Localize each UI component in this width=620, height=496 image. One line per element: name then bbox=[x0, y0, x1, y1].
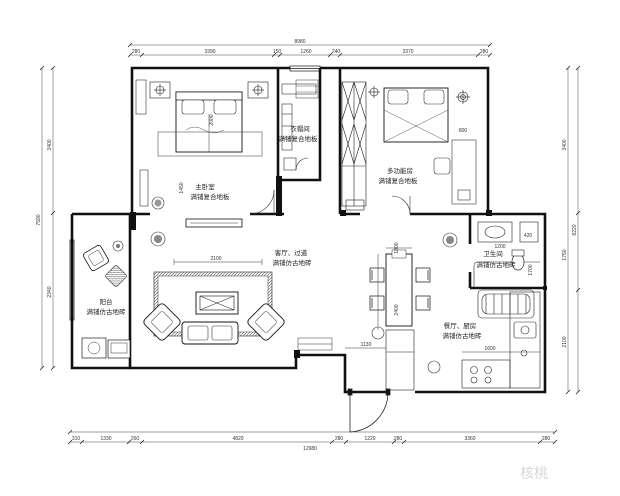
dim-right-seg: 1750 bbox=[562, 249, 568, 260]
dim-left-total: 7590 bbox=[36, 214, 42, 225]
multi-door-swing bbox=[391, 195, 411, 215]
multi-room-name: 多功能房 bbox=[387, 166, 413, 175]
dim-top-seg: 240 bbox=[332, 49, 341, 55]
kitchen-dim-1600: 1600 bbox=[484, 346, 495, 352]
kitchen-dim-lines bbox=[345, 347, 540, 353]
table-dim: 2400 bbox=[394, 304, 400, 315]
tv-cabinet bbox=[185, 218, 243, 228]
dining-table bbox=[385, 249, 413, 327]
dim-bottom-seg: 260 bbox=[131, 436, 140, 442]
bed-dim: 2000 bbox=[209, 114, 215, 125]
walls bbox=[70, 66, 547, 394]
kitchen-counter bbox=[385, 291, 541, 391]
dining-room-name: 餐厅、厨房 bbox=[444, 321, 477, 330]
dim-right-seg: 2100 bbox=[562, 336, 568, 347]
living-room-name: 客厅、过道 bbox=[275, 248, 308, 257]
master-bed bbox=[157, 91, 263, 157]
living-plant bbox=[150, 231, 166, 247]
bath-fixtures bbox=[473, 221, 540, 319]
kitchen-fixtures bbox=[371, 326, 528, 374]
master-plant bbox=[151, 196, 165, 210]
dim-top-seg: 3390 bbox=[204, 49, 215, 55]
dim-top-seg: 1260 bbox=[300, 49, 311, 55]
closet-room-floor: 满铺复合地板 bbox=[279, 134, 319, 143]
multi-desk bbox=[433, 139, 477, 205]
master-dim: 1450 bbox=[179, 182, 185, 193]
dining-chairs bbox=[369, 267, 431, 311]
dining-dim-line bbox=[377, 247, 412, 330]
dim-top-seg: 150 bbox=[273, 49, 282, 55]
dining-dim: 1800 bbox=[394, 242, 400, 253]
balcony-room-name: 阳台 bbox=[100, 297, 113, 306]
master-room-name: 主卧室 bbox=[195, 182, 215, 191]
dim-bottom-seg: 310 bbox=[72, 436, 81, 442]
closet-shelves bbox=[281, 83, 317, 171]
master-room-floor: 满铺复合地板 bbox=[191, 192, 231, 201]
dim-bottom-seg: 3360 bbox=[464, 436, 475, 442]
sofa-set bbox=[143, 271, 285, 345]
kitchen-dim-1130: 1130 bbox=[361, 342, 372, 348]
multi-wardrobe bbox=[341, 81, 367, 211]
dim-right-seg: 3400 bbox=[562, 139, 568, 150]
toilet-icon bbox=[511, 249, 525, 271]
dim-top-total: 8980 bbox=[294, 39, 305, 45]
closet-room-name: 衣帽间 bbox=[290, 124, 310, 133]
dimension-lines bbox=[41, 44, 579, 443]
dim-bottom-seg: 4820 bbox=[232, 436, 243, 442]
multi-desk-dim: 800 bbox=[459, 128, 468, 134]
bath-dim-1700: 1700 bbox=[528, 264, 534, 275]
master-dresser bbox=[135, 79, 149, 207]
dim-top-seg: 280 bbox=[480, 49, 489, 55]
bath-room-name: 卫生间 bbox=[483, 249, 503, 258]
dim-top-seg: 280 bbox=[132, 49, 141, 55]
balcony-room-floor: 满铺仿古地砖 bbox=[87, 307, 127, 316]
dim-left-seg: 2340 bbox=[47, 286, 53, 297]
windows bbox=[69, 65, 321, 321]
dim-right-total: 8220 bbox=[572, 224, 578, 235]
dining-plant bbox=[442, 232, 458, 248]
dim-top-seg: 3370 bbox=[402, 49, 413, 55]
entrance-door bbox=[347, 388, 391, 433]
dim-bottom-total: 12980 bbox=[303, 446, 317, 452]
bath-dim-1200: 1200 bbox=[494, 244, 505, 250]
dim-bottom-seg: 1330 bbox=[100, 436, 111, 442]
master-door-swing bbox=[249, 189, 275, 215]
dim-bottom-seg: 280 bbox=[542, 436, 551, 442]
dim-left-seg: 3400 bbox=[47, 139, 53, 150]
living-room-floor: 满铺仿古地砖 bbox=[273, 258, 313, 267]
bath-dim-420: 420 bbox=[524, 233, 533, 239]
dim-bottom-seg: 280 bbox=[335, 436, 344, 442]
multi-lamps bbox=[368, 86, 470, 104]
living-side-cabinet bbox=[297, 337, 333, 351]
dim-bottom-seg: 1220 bbox=[364, 436, 375, 442]
dining-room-floor: 满铺仿古地砖 bbox=[443, 331, 483, 340]
closet-grid bbox=[295, 79, 319, 99]
multi-room-floor: 满铺复合地板 bbox=[379, 176, 419, 185]
bedside-lamps bbox=[149, 81, 269, 99]
sofa-dim: 2100 bbox=[210, 256, 221, 262]
watermark-text: 核桃 bbox=[520, 466, 548, 482]
dim-bottom-seg: 280 bbox=[394, 436, 403, 442]
bath-room-floor: 满铺仿古地砖 bbox=[477, 260, 517, 269]
living-dim-line bbox=[173, 259, 263, 265]
wall-columns bbox=[130, 176, 547, 358]
balcony-furniture bbox=[81, 240, 131, 359]
multi-bed bbox=[383, 87, 449, 143]
